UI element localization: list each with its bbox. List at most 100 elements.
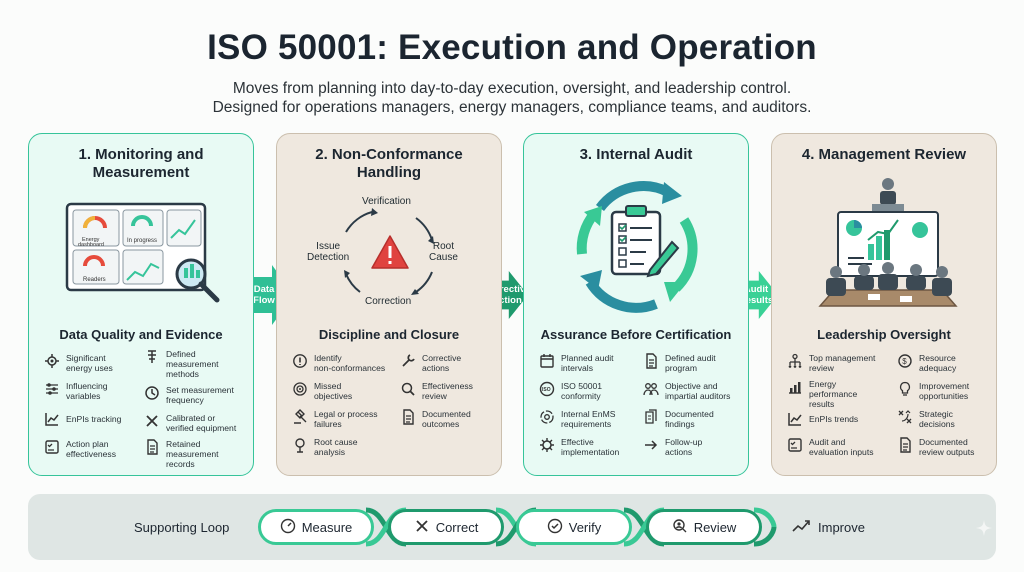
list-item: Root cause analysis xyxy=(291,436,390,457)
item-text: Calibrated or verified equipment xyxy=(166,413,237,433)
item-text: Top management review xyxy=(809,353,876,373)
panel-subtitle: Data Quality and Evidence xyxy=(59,327,223,342)
list-item: Effective implementation xyxy=(538,436,637,457)
loop-step-verify[interactable]: Verify xyxy=(516,509,632,545)
cycle-label-bottom: Correction xyxy=(365,296,412,307)
list-item: EnPIs tracking xyxy=(43,410,142,428)
ruler-icon xyxy=(143,348,161,366)
list-item: $ Resource adequacy xyxy=(896,352,995,373)
item-text: Root cause analysis xyxy=(314,437,358,457)
cycle-label-right: Root Cause xyxy=(429,241,458,263)
list-item: Missed objectives xyxy=(291,380,390,401)
list-item: Calibrated or verified equipment xyxy=(143,412,242,433)
list-item: Internal EnMS requirements xyxy=(538,408,637,429)
item-text: EnPIs tracking xyxy=(66,414,122,424)
trend-up-icon xyxy=(792,518,812,537)
connector-label-3: Audit Results xyxy=(738,284,774,306)
boardroom-illustration xyxy=(818,178,958,307)
loop-step-improve[interactable]: Improve xyxy=(792,518,865,537)
item-text: Influencing variables xyxy=(66,381,108,401)
panel-title: 4. Management Review xyxy=(801,146,967,163)
lightbulb-icon xyxy=(896,380,914,398)
panel-non-conformance: 2. Non-Conformance Handling Verification… xyxy=(276,133,502,476)
item-text: Energy performance results xyxy=(809,379,858,409)
gavel-icon xyxy=(291,408,309,426)
sparkle-icon xyxy=(976,520,992,536)
gear-icon xyxy=(538,436,556,454)
cycle-diagram xyxy=(344,208,434,295)
item-text: Effective implementation xyxy=(561,437,620,457)
document-icon xyxy=(642,352,660,370)
list-item: Objective and impartial auditors xyxy=(642,380,741,401)
list-item: ISO ISO 50001 conformity xyxy=(538,380,637,401)
panel-title-text: 1. Monitoring and Measurement xyxy=(78,146,204,181)
item-text: Improvement opportunities xyxy=(919,381,970,401)
list-item: Corrective actions xyxy=(399,352,498,373)
list-item: Documented review outputs xyxy=(896,436,995,457)
panel-subtitle: Discipline and Closure xyxy=(318,327,460,342)
item-text: Documented outcomes xyxy=(422,409,471,429)
gear-network-icon xyxy=(43,352,61,370)
trend-chart-icon xyxy=(43,410,61,428)
loop-step-label: Improve xyxy=(818,520,865,535)
list-item: Strategic decisions xyxy=(896,408,995,429)
list-item: Planned audit intervals xyxy=(538,352,637,373)
loop-step-label: Measure xyxy=(301,519,353,535)
sliders-icon xyxy=(43,380,61,398)
checklist-icon xyxy=(43,438,61,456)
list-item: Influencing variables xyxy=(43,380,142,401)
item-text: Audit and evaluation inputs xyxy=(809,437,874,457)
subtitle-line-1: Moves from planning into day-to-day exec… xyxy=(232,80,792,97)
gauge-label-3: Readers xyxy=(83,277,106,283)
list-item: EnPIs trends xyxy=(786,410,885,428)
strategy-icon xyxy=(896,408,914,426)
list-item: Top management review xyxy=(786,352,891,373)
item-text: Documented findings xyxy=(665,409,714,429)
panel-subtitle: Leadership Oversight xyxy=(817,327,951,342)
org-chart-icon xyxy=(786,352,804,370)
target-icon xyxy=(291,380,309,398)
loop-step-review[interactable]: Review xyxy=(646,509,762,545)
cycle-label-top: Verification xyxy=(362,196,411,207)
document-icon xyxy=(896,436,914,454)
loop-step-label: Review xyxy=(693,519,737,535)
trend-chart-icon xyxy=(786,410,804,428)
panel-title: 1. Monitoring and Measurement xyxy=(29,146,253,182)
item-text: Defined audit program xyxy=(665,353,716,373)
item-text: Identify non-conformances xyxy=(314,353,386,373)
alert-icon xyxy=(291,352,309,370)
audit-illustration xyxy=(576,181,698,313)
item-text: Effectiveness review xyxy=(422,381,473,401)
panel-title: 3. Internal Audit xyxy=(579,146,693,163)
item-text: Retained measurement records xyxy=(166,439,219,469)
people-icon xyxy=(642,380,660,398)
item-text: Missed objectives xyxy=(314,381,353,401)
loop-step-measure[interactable]: Measure xyxy=(258,509,374,545)
list-item: Identify non-conformances xyxy=(291,352,398,373)
list-item: Retained measurement records xyxy=(143,438,242,469)
gauge-label-2: In progress xyxy=(127,238,157,244)
loop-step-label: Verify xyxy=(568,519,602,535)
list-item: Follow-up actions xyxy=(642,436,741,457)
list-item: Documented findings xyxy=(642,408,741,429)
loop-step-correct[interactable]: Correct xyxy=(388,509,504,545)
person-search-icon xyxy=(672,518,688,537)
panel-internal-audit: 3. Internal Audit Assurance Before Certi… xyxy=(523,133,749,476)
list-item: Significant energy uses xyxy=(43,352,142,373)
item-text: Defined measurement methods xyxy=(166,349,219,379)
list-item: Defined audit program xyxy=(642,352,741,373)
list-item: Action plan effectiveness xyxy=(43,438,142,459)
item-text: Action plan effectiveness xyxy=(66,439,117,459)
subtitle-line-2: Designed for operations managers, energy… xyxy=(212,99,812,116)
calendar-icon xyxy=(538,352,556,370)
svg-text:$: $ xyxy=(902,357,907,366)
check-circle-icon xyxy=(547,518,563,537)
list-item: Set measurement frequency xyxy=(143,384,242,405)
bar-chart-icon xyxy=(786,378,804,396)
loop-step-label: Correct xyxy=(435,519,479,535)
item-text: Legal or process failures xyxy=(314,409,378,429)
item-text: Objective and impartial auditors xyxy=(665,381,731,401)
list-item: Defined measurement methods xyxy=(143,348,242,379)
item-text: Resource adequacy xyxy=(919,353,957,373)
